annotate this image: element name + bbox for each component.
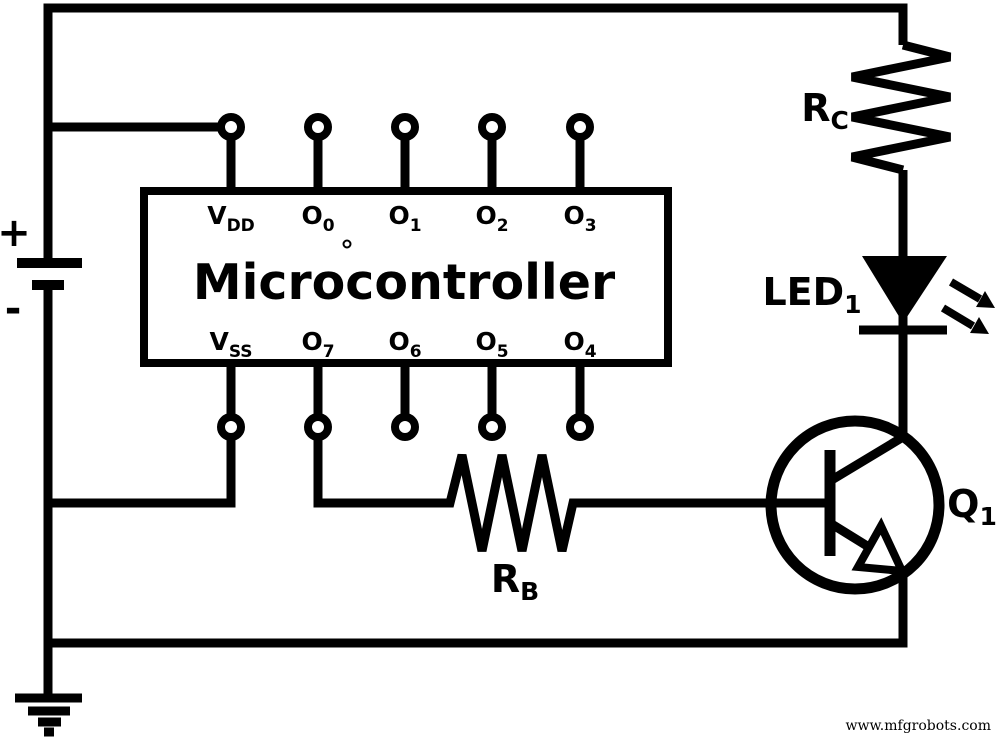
small-circle-artifact	[342, 239, 352, 249]
pin-label-o7: O7	[301, 327, 334, 362]
base-drive-wire-with-rb-zigzag	[313, 427, 830, 553]
vss-return-wire	[48, 427, 236, 508]
pin-terminal-o6	[391, 413, 419, 441]
pin-label-o5: O5	[475, 327, 508, 362]
pin-label-o6: O6	[388, 327, 421, 362]
pin-label-vdd: VDD	[207, 201, 255, 236]
transistor-emitter-arrow	[851, 517, 909, 576]
pin-terminal-o1	[391, 113, 419, 141]
pin-label-vss: VSS	[209, 327, 252, 362]
transistor-body-circle	[765, 415, 945, 595]
transistor-symbol	[765, 415, 945, 595]
led-light-arrows	[940, 278, 995, 334]
transistor-label: Q1	[947, 482, 997, 531]
battery-symbol	[17, 258, 82, 290]
pin-terminal-o4	[566, 413, 594, 441]
led-anode-triangle	[862, 256, 947, 323]
pin-terminal-o3	[566, 113, 594, 141]
pin-label-o2: O2	[475, 201, 508, 236]
microcontroller-box	[140, 187, 672, 367]
emitter-wire	[48, 519, 908, 648]
microcontroller-label: Microcontroller	[193, 254, 616, 311]
pin-label-o0: O0	[301, 201, 334, 236]
power-rail-top-wire	[43, 3, 908, 263]
rc-resistor-label: RC	[801, 86, 849, 135]
mcu-top-pin-labels: VDD O0 O1 O2 O3	[207, 201, 596, 236]
pin-terminal-vdd	[217, 113, 245, 141]
pin-label-o3: O3	[563, 201, 596, 236]
rc-resistor-zigzag	[850, 40, 952, 175]
pin-terminal-o5	[478, 413, 506, 441]
pin-terminal-vss	[217, 413, 245, 441]
led-arrow-2-head	[970, 317, 989, 334]
mcu-bottom-pin-stubs	[226, 363, 585, 427]
battery-plus-label: +	[0, 210, 31, 256]
led-arrow-1-shaft	[948, 278, 983, 303]
pin-label-o4: O4	[563, 327, 596, 362]
mcu-top-pin-stubs	[313, 127, 585, 191]
vdd-supply-wire	[48, 122, 236, 191]
pin-label-o1: O1	[388, 201, 421, 236]
pin-terminals	[217, 113, 594, 441]
pin-terminal-o2	[478, 113, 506, 141]
pin-terminal-o7	[304, 413, 332, 441]
led-arrow-1-head	[976, 291, 995, 308]
ground-symbol	[15, 693, 82, 737]
watermark: www.mfgrobots.com	[846, 718, 991, 734]
mcu-bottom-pin-labels: VSS O7 O6 O5 O4	[209, 327, 596, 362]
led-symbol	[862, 256, 995, 334]
pin-terminal-o0	[304, 113, 332, 141]
battery-minus-label: -	[5, 286, 22, 332]
led-label: LED1	[762, 270, 861, 319]
rb-resistor-label: RB	[491, 557, 539, 606]
led-arrow-2-shaft	[940, 304, 976, 330]
